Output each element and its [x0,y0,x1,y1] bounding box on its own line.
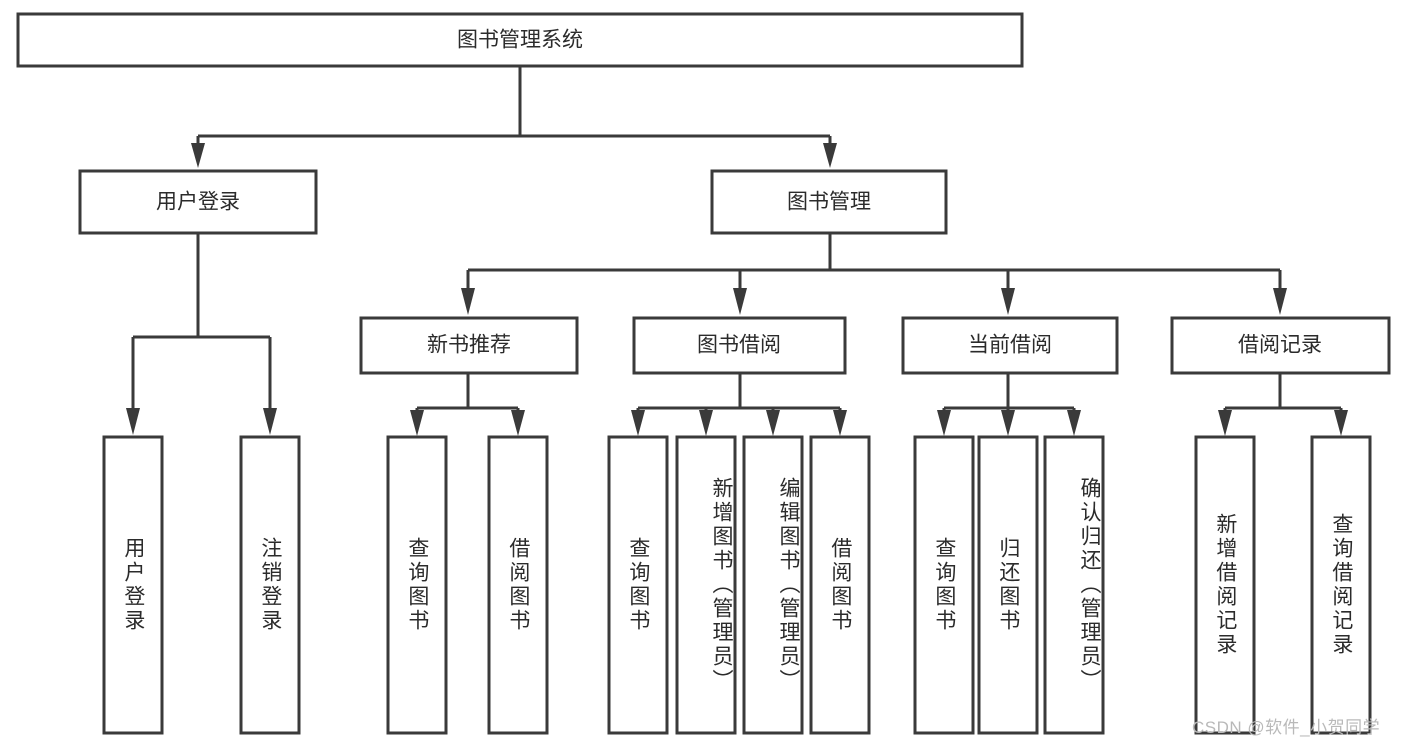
arrowhead-to-leaf-confirm-return [1067,410,1081,436]
node-borrow-record-label: 借阅记录 [1238,334,1322,357]
node-leaf-borrow-book-2[interactable] [809,435,871,735]
node-leaf-confirm-return-box[interactable] [1043,435,1105,735]
node-leaf-confirm-return[interactable] [1043,435,1105,735]
node-book-borrow-label: 图书借阅 [697,334,781,357]
node-book-borrow-box[interactable] [632,316,847,375]
node-leaf-return-book-box[interactable] [977,435,1039,735]
node-leaf-add-record[interactable] [1194,435,1256,735]
arrowhead-to-leaf-borrow-book-1 [511,410,525,436]
node-book-manage[interactable]: 图书管理 [710,169,948,235]
node-current-borrow-box[interactable] [901,316,1119,375]
arrowhead-to-leaf-add-record [1218,410,1232,436]
arrowhead-to-leaf-user-login [126,408,140,435]
connector-group-borrow-record [1218,374,1348,436]
node-borrow-record[interactable]: 借阅记录 [1170,316,1391,375]
csdn-watermark: CSDN @软件_小贺同学 [1192,718,1381,737]
node-user-login-label: 用户登录 [156,191,240,214]
node-user-login[interactable]: 用户登录 [78,169,318,235]
arrowhead-to-current-borrow [1001,288,1015,315]
node-leaf-query-book-3[interactable] [913,435,975,735]
node-leaf-add-record-box[interactable] [1194,435,1256,735]
connector-group-root [191,66,837,168]
node-leaf-edit-book[interactable] [742,435,804,735]
node-leaf-edit-book-box[interactable] [742,435,804,735]
node-leaf-query-book-1-box[interactable] [386,435,448,735]
arrowhead-to-leaf-add-book [699,410,713,436]
arrowhead-to-leaf-query-record [1334,410,1348,436]
node-leaf-query-book-2-box[interactable] [607,435,669,735]
node-book-borrow[interactable]: 图书借阅 [632,316,847,375]
node-leaf-borrow-book-2-box[interactable] [809,435,871,735]
connector-group-book-manage [461,234,1287,315]
node-leaf-user-logout-box[interactable] [239,435,301,735]
arrowhead-to-user-login [191,143,205,168]
node-leaf-borrow-book-1[interactable] [487,435,549,735]
connector-group-user-login [126,234,277,435]
node-leaf-query-record[interactable] [1310,435,1372,735]
node-leaf-query-book-3-box[interactable] [913,435,975,735]
node-leaf-add-book-box[interactable] [675,435,737,735]
node-book-manage-box[interactable] [710,169,948,235]
node-root-label: 图书管理系统 [457,29,583,52]
node-leaf-user-login[interactable] [102,435,164,735]
node-new-book-recommend-box[interactable] [359,316,579,375]
arrowhead-to-book-manage [823,143,837,168]
connector-group-current-borrow [937,374,1081,436]
arrowhead-to-leaf-query-book-1 [410,410,424,436]
arrowhead-to-book-borrow [733,288,747,315]
node-book-manage-label: 图书管理 [787,191,871,214]
node-leaf-add-book[interactable] [675,435,737,735]
arrowhead-to-leaf-borrow-book-2 [833,410,847,436]
node-user-login-box[interactable] [78,169,318,235]
arrowhead-to-leaf-return-book [1001,410,1015,436]
node-new-book-recommend[interactable]: 新书推荐 [359,316,579,375]
node-root-box[interactable] [16,12,1024,68]
node-borrow-record-box[interactable] [1170,316,1391,375]
node-leaf-user-login-box[interactable] [102,435,164,735]
connector-group-book-borrow [631,374,847,436]
node-root[interactable]: 图书管理系统 [16,12,1024,68]
arrowhead-to-leaf-query-book-3 [937,410,951,436]
arrowhead-to-borrow-record [1273,288,1287,315]
node-leaf-user-logout[interactable] [239,435,301,735]
node-leaf-query-record-box[interactable] [1310,435,1372,735]
node-current-borrow-label: 当前借阅 [968,334,1052,357]
arrowhead-to-leaf-edit-book [766,410,780,436]
arrowhead-to-leaf-query-book-2 [631,410,645,436]
connector-group-new-book-recommend [410,374,525,436]
node-new-book-recommend-label: 新书推荐 [427,334,511,357]
node-current-borrow[interactable]: 当前借阅 [901,316,1119,375]
node-leaf-query-book-1[interactable] [386,435,448,735]
arrowhead-to-leaf-user-logout [263,408,277,435]
node-leaf-borrow-book-1-box[interactable] [487,435,549,735]
arrowhead-to-new-book-recommend [461,288,475,315]
node-leaf-return-book[interactable] [977,435,1039,735]
node-leaf-query-book-2[interactable] [607,435,669,735]
